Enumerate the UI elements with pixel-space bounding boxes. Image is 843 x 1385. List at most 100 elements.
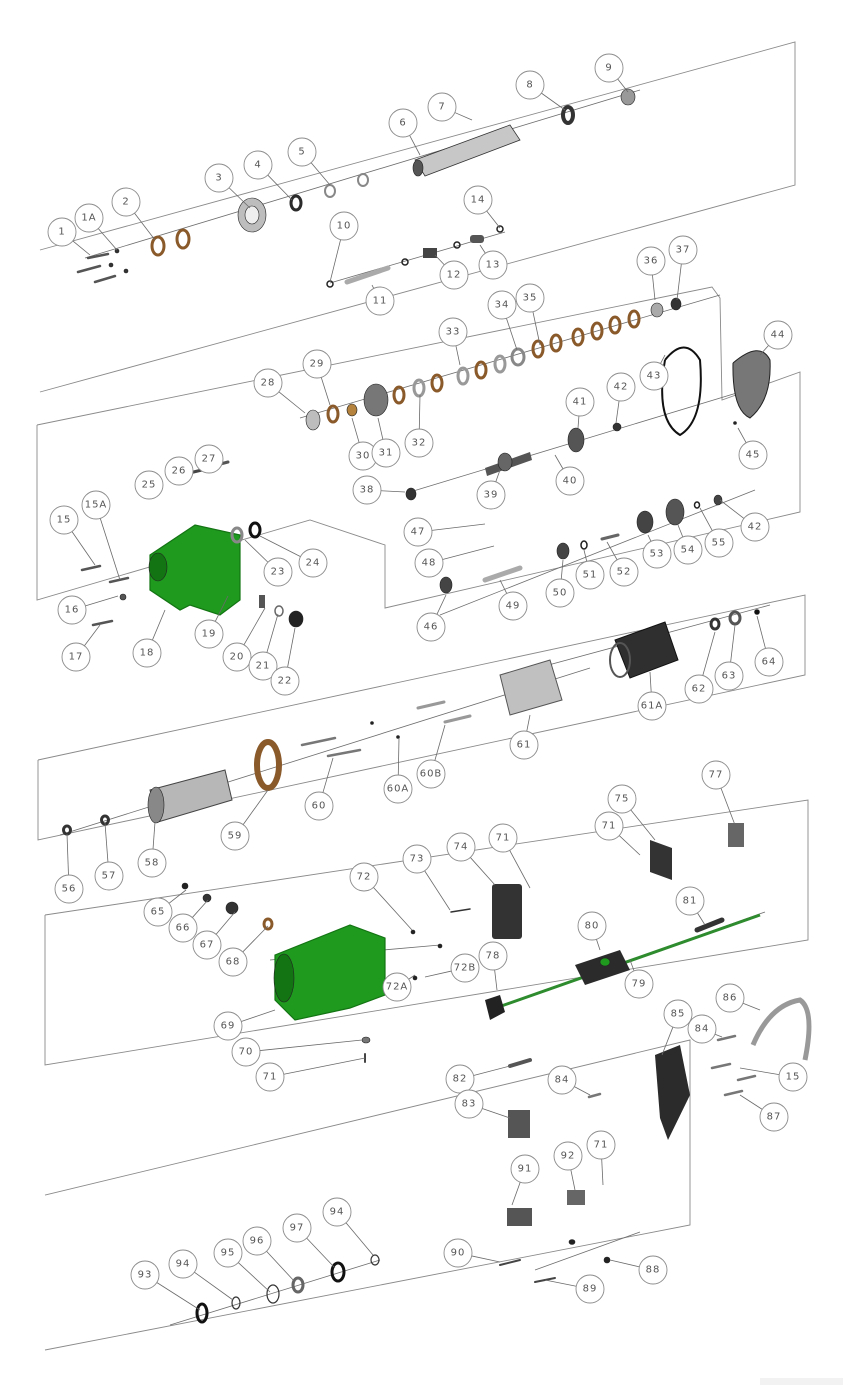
callout-circle (594, 811, 624, 841)
callout-45: 45 (738, 440, 768, 470)
part-number-label: 71 (602, 821, 617, 832)
part-number-label: 62 (692, 684, 707, 695)
leader-line (454, 112, 473, 121)
callout-51: 51 (575, 560, 605, 590)
callout-71: 71 (594, 811, 624, 841)
leader-line (618, 835, 641, 856)
callout-82: 82 (445, 1064, 475, 1094)
leader-line (583, 549, 588, 562)
callout-89: 89 (575, 1274, 605, 1304)
callout-circle (478, 941, 508, 971)
bearing-46 (439, 576, 453, 594)
callout-73: 73 (402, 844, 432, 874)
o-ring-94 (231, 1296, 241, 1310)
callout-34: 34 (487, 290, 517, 320)
callout-78: 78 (478, 941, 508, 971)
callout-circle (704, 528, 734, 558)
switch-91 (507, 1208, 532, 1226)
leader-line (442, 545, 495, 560)
callout-15a: 15A (81, 490, 111, 520)
prcd-80 (575, 950, 630, 985)
callout-circle (414, 548, 444, 578)
callout-circle (624, 969, 654, 999)
gear-housing-18 (149, 524, 241, 616)
leader-line (152, 609, 166, 641)
part-number-label: 69 (221, 1021, 236, 1032)
part-number-label: 41 (573, 397, 588, 408)
callout-circle (416, 759, 446, 789)
leader-line (714, 1033, 723, 1038)
callout-circle (488, 823, 518, 853)
leader-line (606, 541, 618, 561)
leader-line (574, 1086, 591, 1096)
leader-line (215, 911, 236, 935)
part-number-label: 27 (202, 454, 217, 465)
part-number-label: 45 (746, 450, 761, 461)
callout-circle (220, 821, 250, 851)
gear-41 (567, 427, 585, 453)
callout-circle (586, 1130, 616, 1160)
leader-line (267, 174, 293, 201)
leader-line (194, 1271, 234, 1301)
part-number-label: 61 (517, 740, 532, 751)
plug-78 (485, 995, 505, 1020)
part-number-label: 63 (722, 671, 737, 682)
leader-line (377, 417, 384, 440)
bushing (346, 403, 358, 417)
gear-54 (665, 498, 685, 526)
wire-90 (499, 1259, 521, 1266)
leader-line (434, 254, 445, 266)
callout-60: 60 (304, 791, 334, 821)
leader-line (629, 959, 635, 972)
callout-circle (322, 1197, 352, 1227)
pin-60 (326, 748, 362, 758)
fan-baffle-59 (254, 739, 282, 791)
part-number-label: 75 (615, 794, 630, 805)
leader-line (345, 1222, 374, 1256)
leader-line (677, 524, 684, 538)
leader-line (371, 284, 375, 289)
pin-60A (370, 721, 374, 725)
callout-71: 71 (488, 823, 518, 853)
callout-96: 96 (242, 1226, 272, 1256)
callout-36: 36 (636, 246, 666, 276)
leader-line (134, 212, 156, 241)
leader-line (471, 1255, 501, 1263)
screw-84 (587, 1092, 602, 1099)
leader-line (241, 1009, 276, 1022)
clutch-disc-35 (571, 327, 585, 347)
callout-25: 25 (134, 470, 164, 500)
pin-60 (300, 736, 337, 747)
callout-33: 33 (438, 317, 468, 347)
leader-line (259, 1039, 363, 1051)
ring-21 (274, 605, 284, 617)
part-number-label: 87 (767, 1112, 782, 1123)
leader-line (99, 518, 121, 581)
leader-line (320, 377, 331, 406)
part-number-label: 31 (379, 448, 394, 459)
screw-15 (710, 1062, 732, 1070)
callout-circle (168, 913, 198, 943)
leader-line (601, 1158, 604, 1186)
plate-92 (567, 1190, 585, 1205)
part-number-label: 4 (254, 160, 261, 171)
callout-circle (352, 475, 382, 505)
callout-48: 48 (414, 548, 444, 578)
callout-94: 94 (168, 1249, 198, 1279)
handle-86 (750, 997, 812, 1061)
bearing-38 (405, 487, 417, 501)
clutch-disc (474, 360, 488, 380)
part-number-label: 17 (69, 652, 84, 663)
part-number-label: 67 (200, 940, 215, 951)
callout-circle (714, 661, 744, 691)
bearing-63 (728, 610, 742, 626)
leader-line (408, 974, 416, 980)
pin (108, 262, 114, 268)
ring-56 (62, 824, 72, 836)
circlip-51 (580, 540, 588, 550)
part-number-label: 60 (312, 801, 327, 812)
callout-80: 80 (577, 911, 607, 941)
clutch-plate (412, 378, 426, 398)
